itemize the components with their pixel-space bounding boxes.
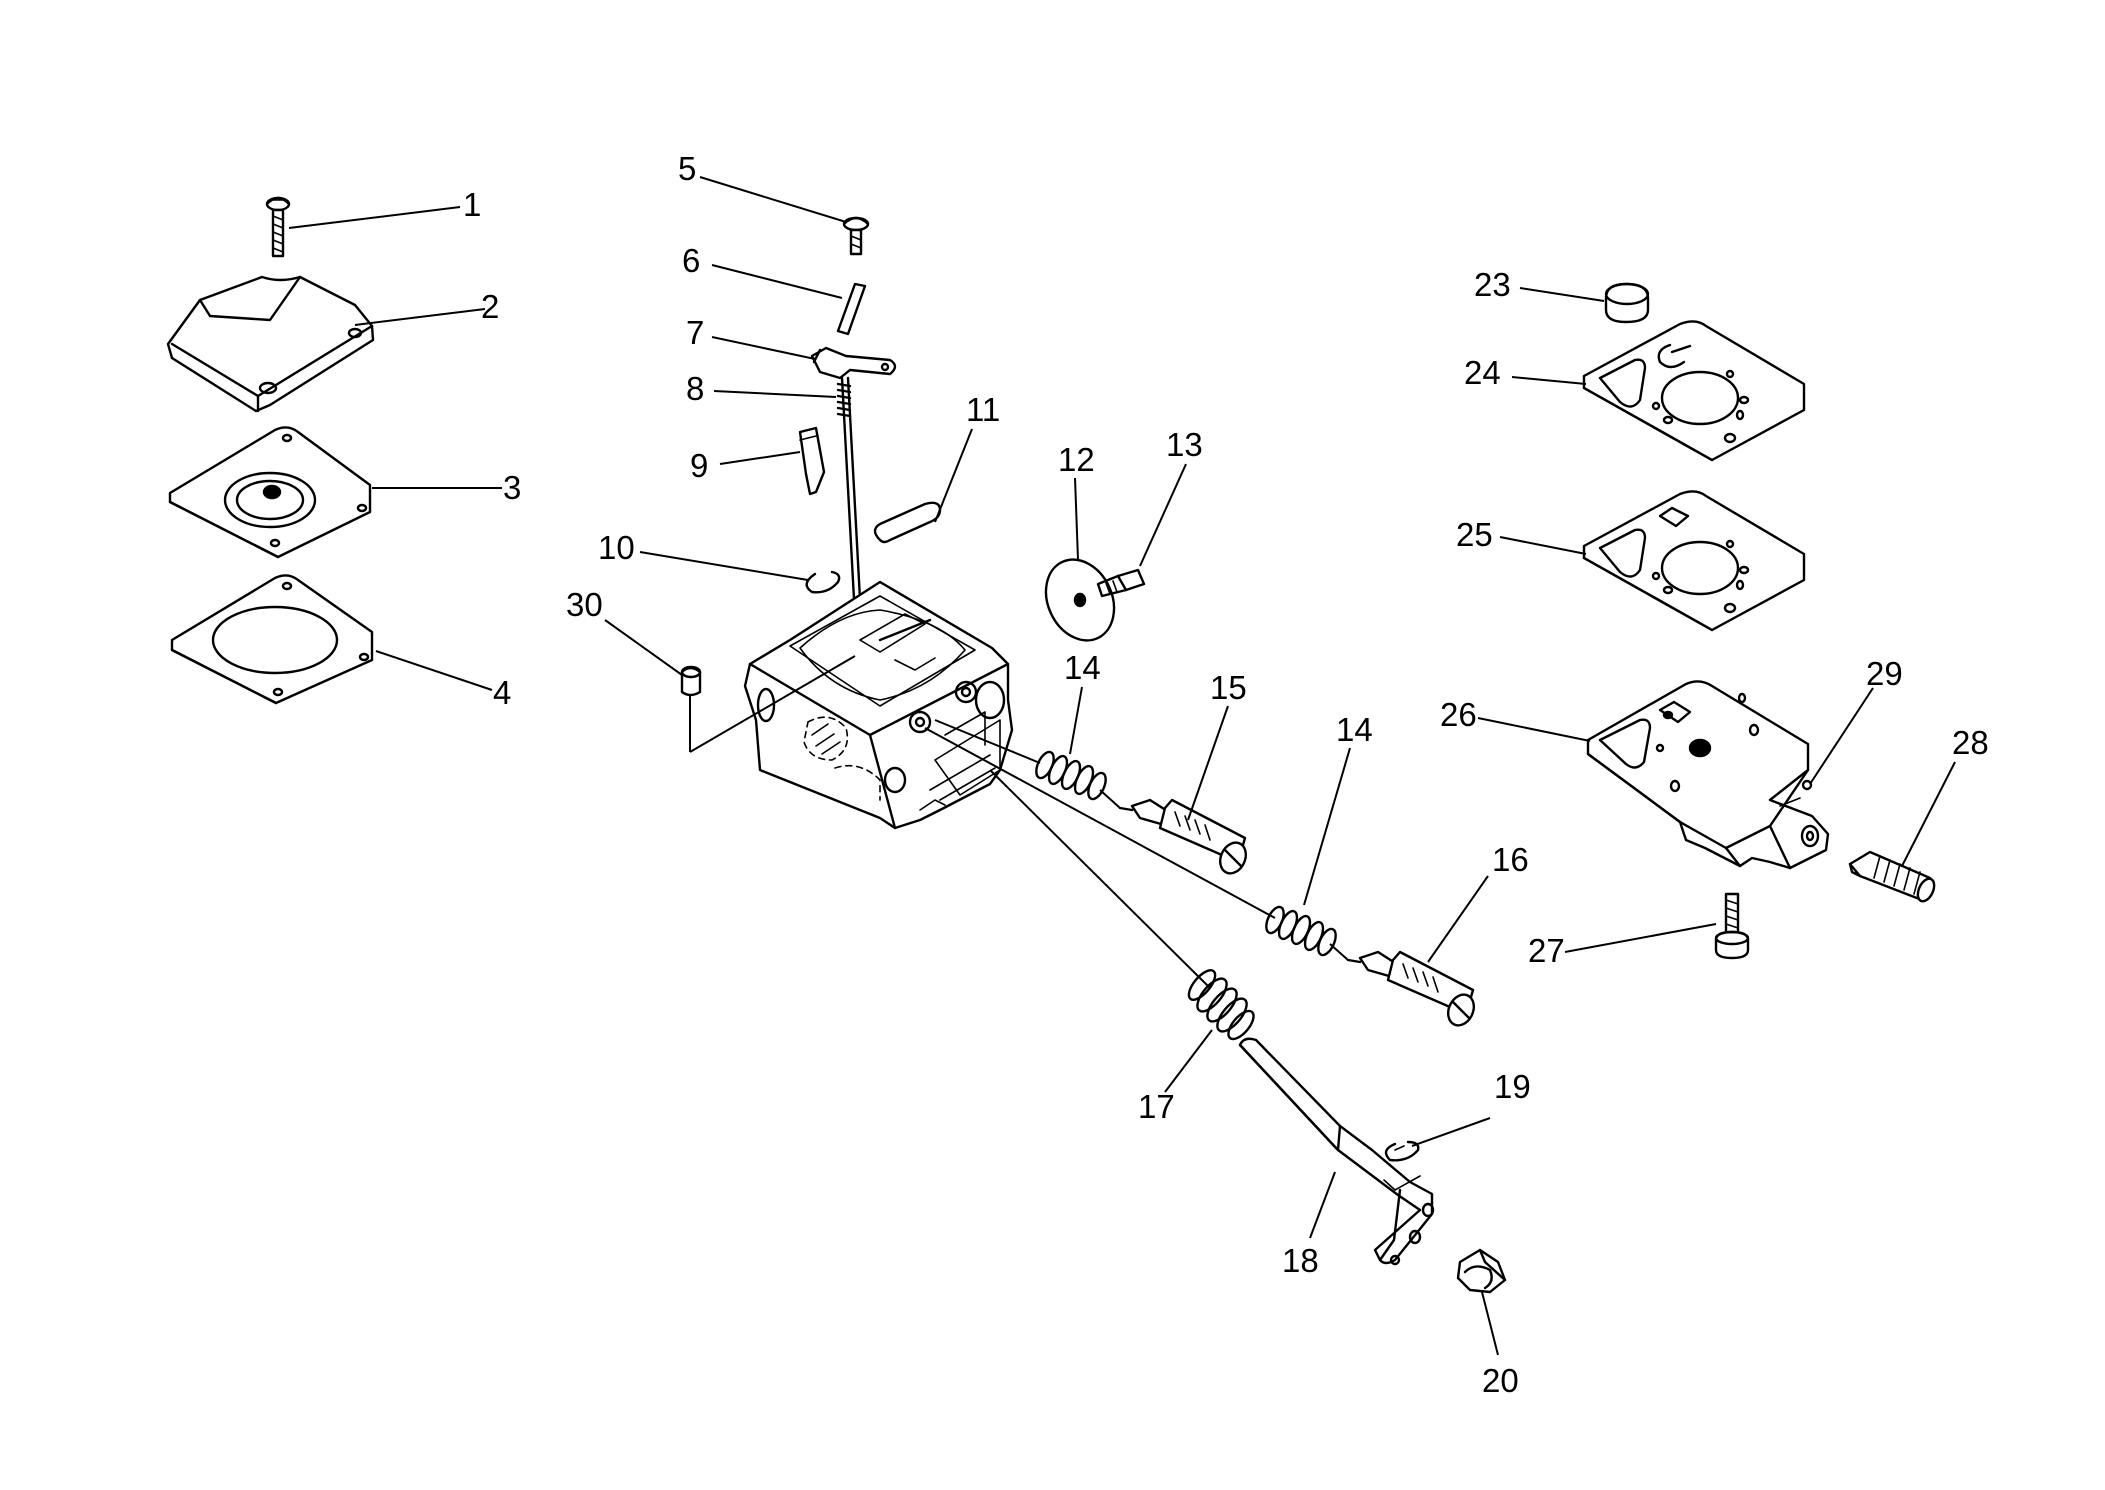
callout-13: 13 [1166, 426, 1203, 463]
callout-2: 2 [481, 288, 499, 325]
callout-18: 18 [1282, 1242, 1319, 1279]
part-spring-17 [1187, 969, 1255, 1041]
callout-4: 4 [493, 674, 511, 711]
part-disc-12 [1044, 558, 1116, 642]
part-clip-10 [805, 570, 841, 594]
part-screw-27 [1714, 892, 1750, 960]
part-screw-13 [1096, 568, 1146, 598]
part-diaphragm-3 [168, 426, 372, 559]
part-screw-1 [265, 196, 291, 258]
part-gasket-25 [1582, 490, 1806, 632]
part-screw-5 [842, 216, 870, 256]
callout-10: 10 [598, 529, 635, 566]
part-needle-16 [1346, 950, 1476, 1027]
assembly-lines [689, 655, 1349, 989]
part-gasket-24 [1582, 320, 1806, 462]
callout-labels: 1 2 3 4 5 6 7 8 9 10 11 12 13 14 15 14 1… [463, 150, 1989, 1399]
callout-17: 17 [1138, 1088, 1175, 1125]
callout-20: 20 [1482, 1362, 1519, 1399]
callout-5: 5 [678, 150, 696, 187]
part-strip-11 [873, 501, 942, 544]
callout-11: 11 [966, 391, 1000, 428]
part-nut-20 [1456, 1248, 1507, 1294]
callout-24: 24 [1464, 354, 1501, 391]
callout-1: 1 [463, 186, 481, 223]
callout-14a: 14 [1064, 649, 1101, 686]
callout-14b: 14 [1336, 711, 1373, 748]
part-shaft [840, 376, 864, 638]
part-needle-9 [798, 426, 826, 496]
callout-30: 30 [566, 586, 603, 623]
callout-27: 27 [1528, 932, 1565, 969]
callout-26: 26 [1440, 696, 1477, 733]
part-needle-15 [1118, 798, 1248, 875]
part-pin-6 [836, 282, 867, 336]
callout-9: 9 [690, 447, 708, 484]
callout-8: 8 [686, 370, 704, 407]
part-cap-23 [1604, 282, 1650, 324]
callout-15: 15 [1210, 669, 1247, 706]
callout-29: 29 [1866, 655, 1903, 692]
part-spring-14b [1265, 905, 1337, 957]
part-throttle-shaft-18 [1238, 1037, 1435, 1266]
part-screw-28 [1848, 850, 1936, 903]
part-pump-cover-26 [1586, 680, 1830, 870]
part-plug-30 [680, 665, 702, 697]
callout-7: 7 [686, 314, 704, 351]
callout-25: 25 [1456, 516, 1493, 553]
callout-16: 16 [1492, 841, 1529, 878]
part-cover-2 [166, 275, 375, 413]
callout-12: 12 [1058, 441, 1095, 478]
callout-23: 23 [1474, 266, 1511, 303]
callout-28: 28 [1952, 724, 1989, 761]
callout-3: 3 [503, 469, 521, 506]
leader-lines [288, 176, 1956, 1356]
part-lever-7 [810, 346, 897, 380]
part-carburetor-body [743, 580, 1014, 830]
callout-19: 19 [1494, 1068, 1531, 1105]
part-gasket-4 [170, 574, 374, 705]
callout-6: 6 [682, 242, 700, 279]
